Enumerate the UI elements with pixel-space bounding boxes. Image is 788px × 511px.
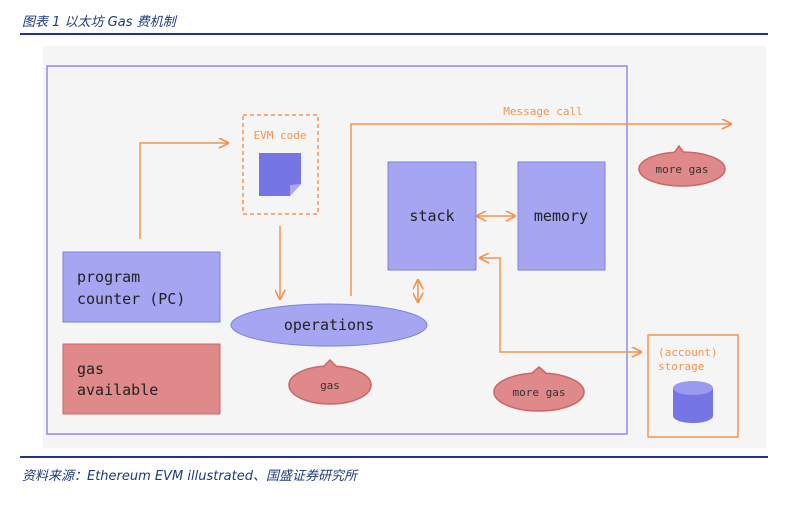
- figure-source: 资料来源：Ethereum EVM illustrated、国盛证券研究所: [22, 469, 357, 484]
- storage-line1: (account): [658, 346, 718, 359]
- caption-rule: [20, 33, 768, 35]
- program-counter-box: [62, 251, 221, 323]
- gas-bubble-label: gas: [320, 379, 340, 392]
- gas-available-box: [62, 343, 221, 415]
- storage-box: [647, 334, 739, 438]
- message-call-arrow: [350, 124, 731, 296]
- more-gas-bottom-label: more gas: [513, 386, 566, 399]
- gas-available-line2: available: [77, 381, 158, 399]
- more-gas-bubble-top: more gas: [638, 144, 726, 187]
- more-gas-bubble-bottom: more gas: [493, 366, 585, 412]
- operations-ellipse: [230, 303, 428, 347]
- stack-box: [387, 161, 477, 271]
- evm-code-box: [242, 114, 319, 215]
- operations-label: operations: [284, 316, 374, 334]
- memory-label: memory: [534, 207, 588, 225]
- storage-database-icon: [673, 381, 713, 423]
- storage-line2: storage: [658, 360, 704, 373]
- memory-box: [517, 161, 606, 271]
- source-rule: [20, 456, 768, 458]
- evm-code-label: EVM code: [254, 129, 307, 142]
- message-call-label: Message call: [503, 105, 582, 118]
- gas-bubble: gas: [288, 358, 372, 405]
- program-counter-line2: counter (PC): [77, 290, 185, 308]
- evm-frame: [46, 65, 628, 435]
- code-document-fold: [290, 184, 301, 196]
- evm-gas-diagram: EVM code Message call more gas stack mem…: [43, 46, 766, 448]
- gas-available-line1: gas: [77, 360, 104, 378]
- pc-to-code-arrow: [139, 143, 228, 239]
- more-gas-top-label: more gas: [656, 163, 709, 176]
- connectors: [139, 124, 731, 352]
- stack-storage-arrow: [480, 258, 641, 352]
- figure-caption: 图表 1 以太坊 Gas 费机制: [22, 15, 176, 30]
- stack-label: stack: [409, 207, 454, 225]
- program-counter-line1: program: [77, 268, 140, 286]
